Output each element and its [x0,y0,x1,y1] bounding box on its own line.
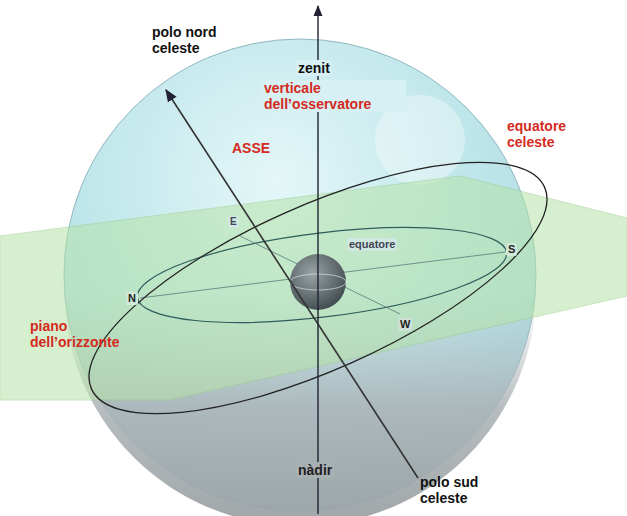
axis-label: ASSE [230,140,272,156]
celestial-equator-label: equatore celeste [505,118,599,150]
horizon-plane [0,176,627,400]
horizon-label: piano dell’orizzonte [28,318,142,350]
cardinal-point: W [398,318,412,331]
pole-label: polo sud celeste [418,474,512,506]
cardinal-point: S [506,243,517,256]
cardinal-point: E [228,216,239,228]
zenith-label: zenit [296,60,332,76]
nadir-label: nàdir [296,462,334,478]
ew-line [240,236,400,314]
horizon-circle [132,211,511,340]
vertical-label: verticale dell’osservatore [262,80,406,112]
equator-label: equatore [347,238,397,251]
pole-label: polo nord celeste [150,24,254,56]
axis-line [166,90,418,478]
cardinal-point: N [126,292,138,305]
